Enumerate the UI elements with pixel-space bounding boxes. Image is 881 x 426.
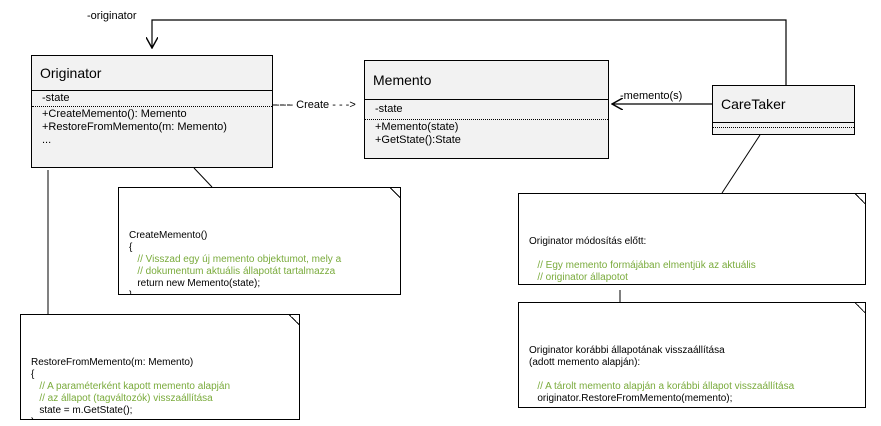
attributes-originator: -state [32,91,272,107]
label-create-dependency: - - - Create - - -> [276,99,356,111]
note-originator-before-modify: Originator módosítás előtt: // Egy memen… [518,193,866,285]
note-restore-previous-state: Originator korábbi állapotának visszaáll… [518,302,866,408]
note-comment-line: // A tárolt memento alapján a korábbi ál… [529,381,795,392]
class-name-caretaker: CareTaker [713,86,854,123]
note-comment-line: // Visszad egy új memento objektumot, me… [129,254,342,265]
note-code-line: } [31,417,289,419]
note-code-line: Originator korábbi állapotának visszaáll… [529,345,725,356]
operation: +Memento(state) [375,121,459,133]
class-memento[interactable]: Memento -state +Memento(state) +GetState… [364,60,609,159]
label-memento-association: -memento(s) [620,90,683,102]
note-create-memento: CreateMemento(){ // Visszad egy új memen… [118,187,401,295]
note-comment-line: // A paraméterként kapott memento alapjá… [31,381,231,392]
note-link-before-modify [721,134,761,194]
label-originator-association: -originator [87,10,137,22]
operations-memento: +Memento(state) +GetState():State [365,120,608,148]
note-restore-from-memento: RestoreFromMemento(m: Memento){ // A par… [20,314,300,420]
attributes-memento: -state [365,100,608,120]
note-code-line [529,369,855,381]
note-code-line: return new Memento(state); [129,278,261,289]
association-originator-line [152,19,787,85]
attribute: -state [375,103,403,115]
note-code-line: CreateMemento() [129,230,208,241]
note-fold-corner [390,188,400,198]
note-comment-line: // originator állapotot [529,272,628,283]
note-code-line: RestoreFromMemento(m: Memento) [31,357,194,368]
operation: ... [42,134,52,146]
note-code-line: { [31,369,35,380]
empty-section-divider [713,127,854,129]
class-originator[interactable]: Originator -state +CreateMemento(): Meme… [31,55,273,168]
class-name-originator: Originator [32,56,272,91]
note-fold-corner [289,315,299,325]
operation: +RestoreFromMemento(m: Memento) [42,121,227,133]
note-comment-line: // az állapot (tagváltozók) visszaállítá… [31,393,213,404]
operation: +CreateMemento(): Memento [42,108,187,120]
note-code-line [529,248,855,260]
note-code-line: memento = originator.CreateMemento(); [529,284,855,285]
note-code-line: state = m.GetState(); [31,405,133,416]
class-name-memento: Memento [365,61,608,100]
note-code-line: (adott memento alapján): [529,357,641,368]
note-comment-line: // Egy memento formájában elmentjük az a… [529,260,756,271]
note-code-line: { [129,242,133,253]
note-comment-line: // dokumentum aktuális állapotát tartalm… [129,266,336,277]
note-fold-corner [855,303,865,313]
class-caretaker[interactable]: CareTaker [712,85,855,135]
note-fold-corner [855,194,865,204]
note-code-line: Originator módosítás előtt: [529,236,647,247]
operations-originator: +CreateMemento(): Memento +RestoreFromMe… [32,107,272,148]
note-code-line: originator.RestoreFromMemento(memento); [529,393,733,404]
attribute: -state [42,92,70,104]
note-code-line: } [129,290,390,294]
note-link-create [193,167,213,188]
operation: +GetState():State [375,134,461,146]
